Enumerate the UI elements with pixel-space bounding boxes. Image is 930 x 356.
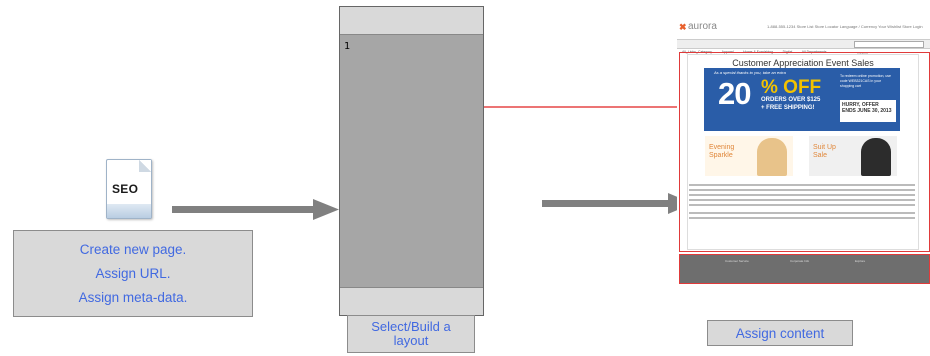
body-text-line <box>689 194 915 196</box>
banner-percent: 20 <box>718 76 751 111</box>
body-text-line <box>689 212 915 214</box>
site-nav: All_Links_Category Apparel Home & Furnis… <box>677 39 930 56</box>
banner-redeem-text: To redeem online promotion, use code WEB… <box>840 74 891 88</box>
footer-col: Corporate Info <box>790 259 810 263</box>
promo1-model-image <box>757 138 787 176</box>
body-text-line <box>689 184 915 186</box>
step3-caption: Assign content <box>735 325 825 341</box>
step3-caption-box: Assign content <box>707 320 853 346</box>
step1-line-create-page: Create new page. <box>79 241 187 257</box>
site-footer: Customer Service Corporate Info Explore <box>679 254 930 284</box>
body-text-line <box>689 189 915 191</box>
body-text-line <box>689 217 915 219</box>
red-arrow-content-to-layout <box>461 103 683 111</box>
site-header: ✖ aurora 1-888-555-1234 Store List Store… <box>677 18 930 38</box>
footer-col: Customer Service <box>725 259 749 263</box>
aurora-logo-icon: ✖ <box>679 22 687 32</box>
site-search-box: Search <box>854 41 924 56</box>
site-logo: aurora <box>688 21 717 32</box>
layout-slot-number: 1 <box>344 41 351 52</box>
promo2-line2: Sale <box>813 152 828 159</box>
promo2-line1: Suit Up <box>813 144 836 151</box>
body-text-line <box>689 204 915 206</box>
promo2-model-image <box>861 138 891 176</box>
banner-off: % OFF <box>761 77 822 98</box>
arrow-step2-to-step3 <box>542 193 693 214</box>
page-layout-wireframe: 1 <box>339 6 484 316</box>
banner-hurry: HURRY, OFFER ENDS JUNE 30, 2013 <box>840 100 896 122</box>
promo-banner: As a special thanks to you, take an extr… <box>704 68 900 131</box>
layout-header-region <box>340 7 483 35</box>
site-header-links: 1-888-555-1234 Store List Store Locator … <box>767 24 923 29</box>
seo-icon-label: SEO <box>112 182 139 196</box>
banner-free: + FREE SHIPPING! <box>761 105 815 111</box>
promo1-line2: Sparkle <box>709 152 733 159</box>
step1-line-assign-url: Assign URL. <box>95 265 171 281</box>
seo-document-icon: SEO <box>106 159 152 219</box>
step1-line-assign-meta: Assign meta-data. <box>78 289 188 305</box>
site-page-title: Customer Appreciation Event Sales <box>732 58 874 68</box>
banner-intro: As a special thanks to you, take an extr… <box>714 70 786 75</box>
arrow-step1-to-step2 <box>172 199 339 220</box>
layout-footer-region <box>340 287 483 315</box>
step1-caption-box: Create new page. Assign URL. Assign meta… <box>13 230 253 317</box>
body-text-line <box>689 199 915 201</box>
footer-col: Explore <box>855 259 866 263</box>
promo1-line1: Evening <box>709 144 735 151</box>
promo-evening-sparkle: Evening Sparkle <box>705 136 793 176</box>
promo-suit-up: Suit Up Sale <box>809 136 897 176</box>
banner-orders: ORDERS OVER $125 <box>761 97 821 103</box>
website-screenshot: ✖ aurora 1-888-555-1234 Store List Store… <box>677 18 930 288</box>
